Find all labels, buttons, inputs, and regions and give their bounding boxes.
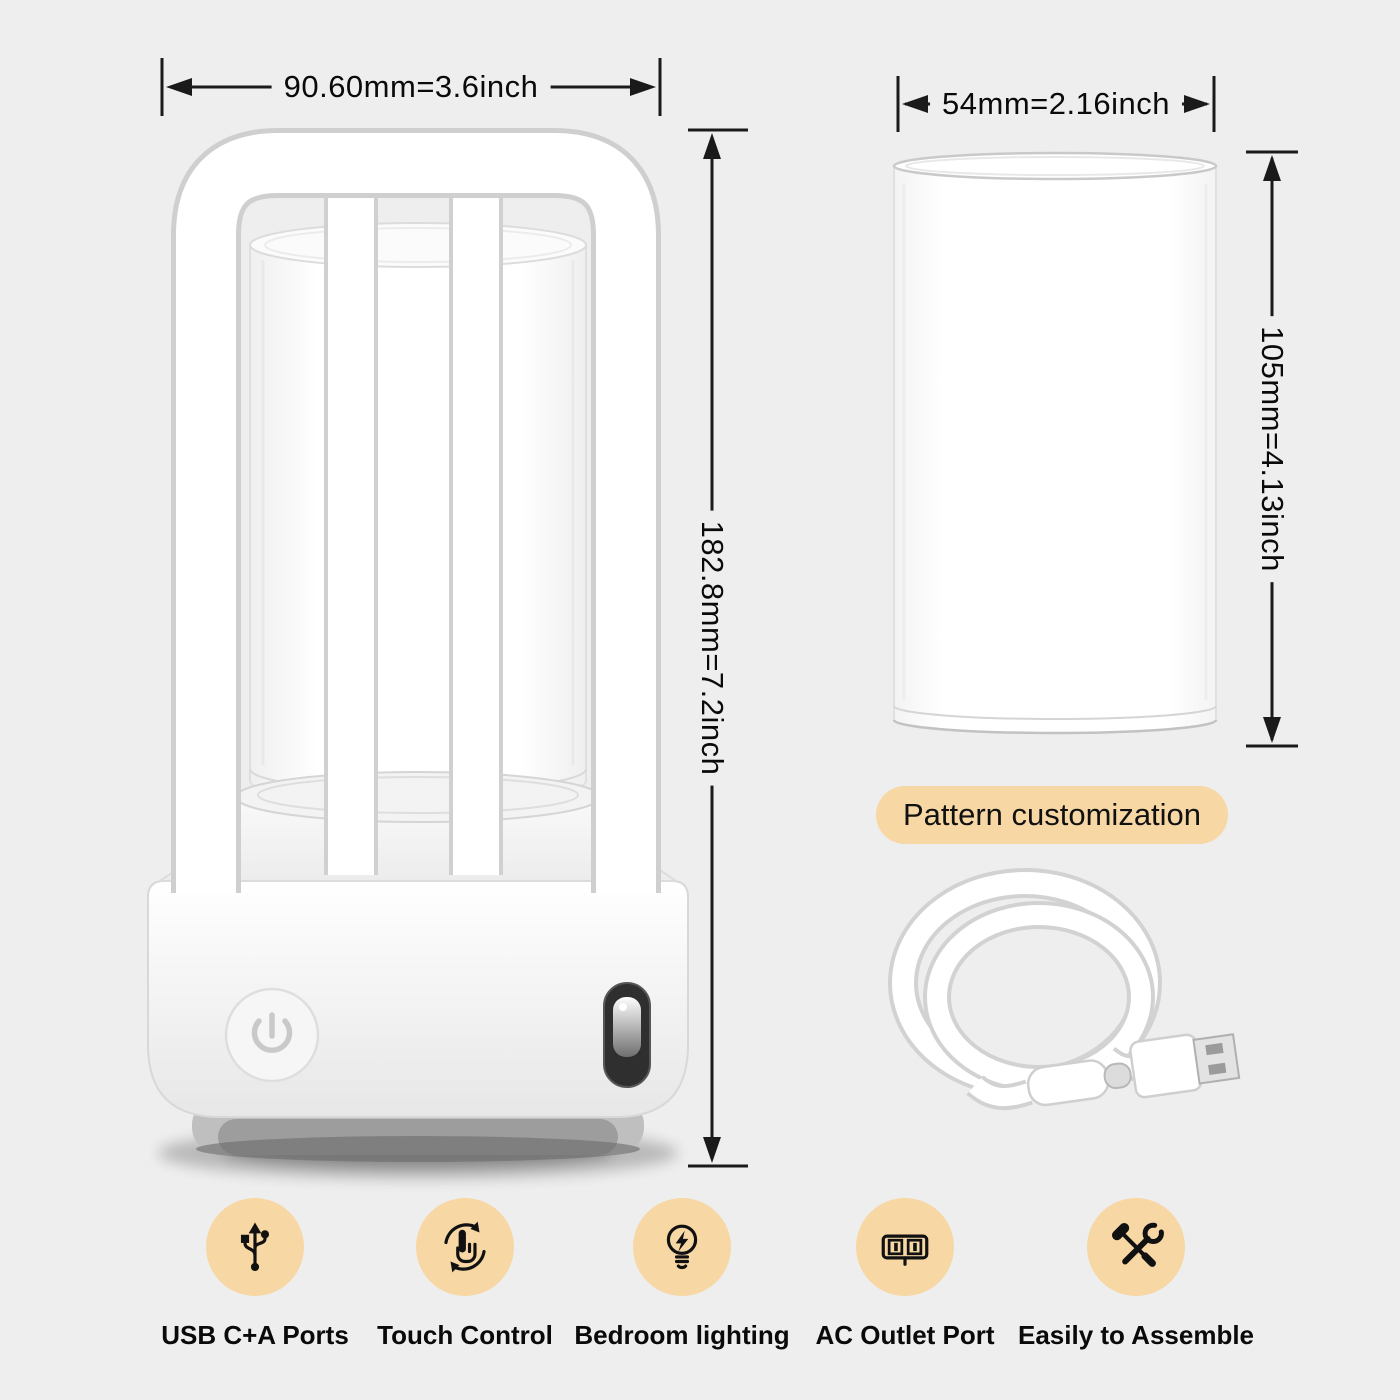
assemble-icon: [1087, 1198, 1185, 1296]
usb-ports-icon: [206, 1198, 304, 1296]
cylinder-height-dimension: 105mm=4.13inch: [1252, 316, 1292, 582]
lamp-diffuser: [249, 222, 587, 804]
usb-c-plug: [1026, 1059, 1132, 1107]
pattern-customization-badge: Pattern customization: [876, 786, 1228, 844]
lamp-inner-frame: [324, 189, 503, 875]
power-button[interactable]: [224, 987, 320, 1083]
lamp-illustration: [130, 105, 710, 1195]
lamp-drawing: [147, 128, 689, 1179]
feature-ac-outlet: AC Outlet Port: [785, 1198, 1025, 1351]
feature-label: AC Outlet Port: [815, 1320, 995, 1350]
bedroom-lighting-icon: [633, 1198, 731, 1296]
lamp-height-dimension: 182.8mm=7.2inch: [692, 510, 732, 786]
lamp-width-dimension: 90.60mm=3.6inch: [271, 67, 551, 107]
side-indicator-port: [603, 982, 651, 1088]
lamp-collar: [235, 771, 601, 823]
acrylic-cylinder-drawing: [892, 151, 1218, 735]
ac-outlet-icon: [856, 1198, 954, 1296]
feature-label: Touch Control: [377, 1320, 553, 1350]
feature-label: USB C+A Ports: [161, 1320, 349, 1350]
acrylic-cylinder-illustration: [880, 140, 1230, 760]
feature-bedroom-lighting: Bedroom lighting: [562, 1198, 802, 1351]
usb-cable-drawing: [888, 868, 1241, 1111]
lamp-outer-frame: [171, 128, 661, 893]
usb-a-plug: [1129, 1033, 1241, 1099]
feature-usb-ports: USB C+A Ports: [135, 1198, 375, 1351]
touch-control-icon: [416, 1198, 514, 1296]
feature-touch-control: Touch Control: [345, 1198, 585, 1351]
cable-coil: [888, 868, 1162, 1111]
feature-label: Easily to Assemble: [1017, 1320, 1255, 1350]
usb-cable-illustration: [875, 855, 1245, 1165]
cylinder-width-dimension: 54mm=2.16inch: [930, 84, 1182, 124]
power-icon: [251, 1012, 293, 1053]
feature-label: Bedroom lighting: [574, 1320, 790, 1350]
feature-assemble: Easily to Assemble: [1016, 1198, 1256, 1351]
